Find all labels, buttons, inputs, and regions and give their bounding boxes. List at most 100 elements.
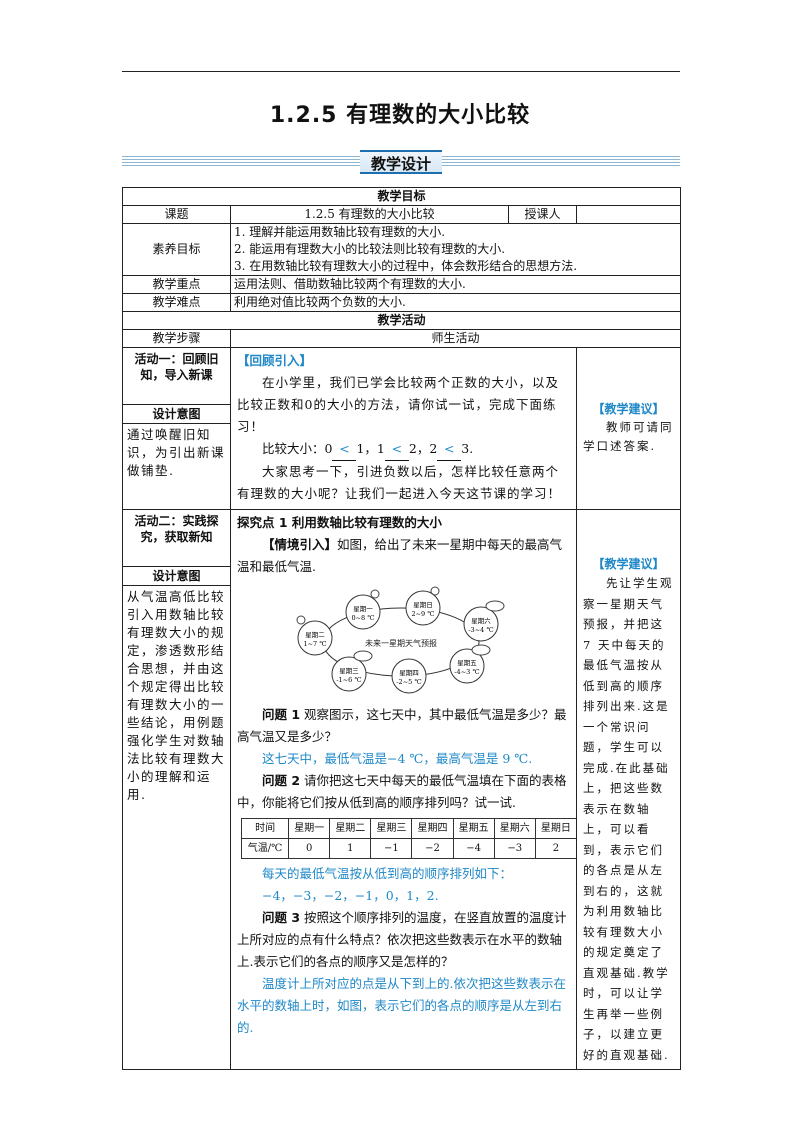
weather-day: 星期五: [457, 659, 477, 667]
weather-day: 星期三: [339, 667, 359, 675]
activity1-p1: 在小学里，我们已学会比较两个正数的大小，以及比较正数和0的大小的方法，请你试一试…: [237, 375, 560, 434]
compare-3-left: 2: [429, 441, 438, 456]
teacher-student-label: 师生活动: [229, 329, 682, 348]
table-cell: 星期四: [411, 818, 454, 839]
weather-circle-wed: 星期三 -1~6 ℃: [331, 656, 367, 692]
weather-range: -4~3 ℃: [454, 668, 479, 676]
band-lines-left: [122, 156, 360, 167]
table-cell: 星期六: [493, 818, 536, 839]
table-cell: 2: [534, 838, 578, 859]
activities-header: 教学活动: [121, 311, 682, 330]
weather-caption: 未来一星期天气预报: [365, 638, 437, 648]
weather-day: 星期二: [305, 631, 325, 639]
objectives-header: 教学目标: [121, 187, 682, 206]
compare-1-right: 1，: [356, 441, 377, 456]
sun-icon: [296, 586, 440, 625]
activity2-suggestion: 【教学建议】 先让学生观察一星期天气预报，并把这 7 天中每天的最低气温按从低到…: [575, 509, 682, 1070]
section-band: 教学设计: [122, 150, 680, 174]
table-cell: 星期二: [329, 818, 372, 839]
review-tag: 【回顾引入】: [237, 353, 313, 368]
q3-line: 问题 3 按照这个顺序排列的温度，在竖直放置的温度计上所对应的点有什么特点？依次…: [237, 907, 570, 973]
weather-circle-fri: 星期五 -4~3 ℃: [449, 648, 485, 684]
temperature-table: 时间 星期一 星期二 星期三 星期四 星期五 星期六 星期日 气温/℃ 0 1 …: [240, 818, 578, 859]
weather-day: 星期一: [353, 605, 373, 613]
weather-circle-tue: 星期二 1~7 ℃: [297, 620, 333, 656]
literacy-item: 1. 理解并能运用数轴比较有理数的大小.: [234, 225, 446, 239]
situation-line: 【情境引入】如图，给出了未来一星期中每天的最高气温和最低气温.: [237, 534, 570, 578]
suggest-tag-1: 【教学建议】: [592, 402, 665, 416]
suggest-text-2: 先让学生观察一星期天气预报，并把这 7 天中每天的最低气温按从低到高的顺序排列出…: [583, 576, 674, 1062]
compare-2-left: 1: [376, 441, 385, 456]
compare-1-answer: <: [332, 438, 357, 461]
a1-text: 这七天中，最低气温是−4 ℃，最高气温是 9 ℃.: [262, 751, 533, 766]
table-cell: 时间: [240, 818, 290, 839]
literacy-goals: 1. 理解并能运用数轴比较有理数的大小. 2. 能运用有理数大小的比较法则比较有…: [229, 223, 682, 276]
teacher-value: [575, 205, 682, 224]
compare-prefix: 比较大小：: [262, 441, 325, 456]
cloud-icon: [353, 600, 505, 662]
q3-label: 问题 3: [262, 910, 301, 925]
course-value: 1.2.5 有理数的大小比较: [230, 205, 509, 224]
activity1-main: 【回顾引入】 在小学里，我们已学会比较两个正数的大小，以及比较正数和0的大小的方…: [230, 347, 577, 510]
weather-range: -1~6 ℃: [336, 676, 361, 684]
compare-3-right: 3.: [461, 441, 474, 456]
top-rule: [122, 71, 680, 72]
weather-day: 星期四: [399, 669, 419, 677]
activity2-intent-label: 设计意图: [123, 566, 230, 586]
literacy-item: 2. 能运用有理数大小的比较法则比较有理数的大小.: [234, 242, 506, 256]
difficulty-label: 教学难点: [122, 293, 231, 312]
q1-label: 问题 1: [262, 707, 301, 722]
band-lines-right: [442, 156, 680, 167]
compare-3-answer: <: [437, 438, 462, 461]
teacher-label: 授课人: [508, 205, 577, 224]
compare-2-answer: <: [384, 438, 409, 461]
suggest-text-1: 教师可请同学口述答案.: [583, 420, 674, 453]
table-cell: −2: [411, 838, 454, 859]
weather-range: -3~4 ℃: [468, 626, 493, 634]
situation-text: 如图，给出了未来一星期中每天的最高气温和最低气温.: [237, 537, 563, 574]
situation-tag: 【情境引入】: [262, 537, 338, 552]
table-cell: 0: [288, 838, 331, 859]
explore-title: 探究点 1 利用数轴比较有理数的大小: [237, 515, 442, 530]
weather-range: -2~5 ℃: [396, 678, 421, 686]
difficulty-value: 利用绝对值比较两个负数的大小.: [229, 293, 682, 312]
course-label: 课题: [122, 205, 231, 224]
table-cell: −4: [452, 838, 495, 859]
a3-text: 温度计上所对应的点是从下到上的.依次把这些数表示在水平的数轴上时，如图，表示它们…: [237, 976, 566, 1035]
focus-label: 教学重点: [122, 275, 231, 294]
weather-circle-thu: 星期四 -2~5 ℃: [391, 658, 427, 694]
activity1-p2: 大家思考一下，引进负数以后，怎样比较任意两个有理数的大小呢？让我们一起进入今天这…: [237, 464, 562, 501]
q2-line: 问题 2 请你把这七天中每天的最低气温填在下面的表格中，你能将它们按从低到高的顺…: [237, 770, 570, 814]
section-band-label: 教学设计: [360, 150, 442, 174]
weather-circle-mon: 星期一 0~8 ℃: [345, 594, 381, 630]
weather-figure: 未来一星期天气预报 星期一 0~8 ℃ 星期日 2~9 ℃ 星期六 -3~4 ℃: [296, 586, 505, 694]
weather-range: 0~8 ℃: [351, 614, 374, 622]
compare-line: 比较大小：0<1，1<2，2<3.: [237, 438, 570, 461]
activity2-main: 探究点 1 利用数轴比较有理数的大小 【情境引入】如图，给出了未来一星期中每天的…: [230, 509, 578, 1070]
activity1-suggestion: 【教学建议】 教师可请同学口述答案.: [575, 347, 682, 510]
q1-line: 问题 1 观察图示，这七天中，其中最低气温是多少？最高气温又是多少？: [237, 704, 570, 748]
weather-circle-sun: 星期日 2~9 ℃: [405, 590, 441, 626]
suggest-tag-2: 【教学建议】: [592, 557, 665, 571]
q1-text: 观察图示，这七天中，其中最低气温是多少？最高气温又是多少？: [237, 707, 567, 744]
table-cell: 气温/℃: [240, 838, 290, 859]
activity1-intent-label: 设计意图: [123, 404, 230, 424]
activity2-name: 活动二：实践探究，获取新知: [134, 514, 219, 544]
focus-value: 运用法则、借助数轴比较两个有理数的大小.: [229, 275, 682, 294]
table-cell: 星期五: [452, 818, 495, 839]
weather-day: 星期日: [413, 601, 433, 609]
table-cell: −1: [370, 838, 413, 859]
page-title: 1.2.5 有理数的大小比较: [269, 103, 531, 128]
activity2-intent: 从气温高低比较引入用数轴比较有理数大小的规定，渗透数形结合思想，并由这个规定得出…: [127, 589, 226, 802]
table-cell: 1: [329, 838, 372, 859]
q2-label: 问题 2: [262, 773, 301, 788]
lesson-table: 教学目标 课题 1.2.5 有理数的大小比较 授课人 素养目标 1. 理解并能运…: [121, 187, 682, 1070]
temperature-table-row: 气温/℃ 0 1 −1 −2 −4 −3 2: [240, 838, 578, 859]
table-cell: 星期三: [370, 818, 413, 839]
activity1-name: 活动一：回顾旧知，导入新课: [134, 352, 219, 382]
compare-2-right: 2，: [408, 441, 430, 456]
table-cell: 星期日: [534, 818, 578, 839]
temperature-table-head: 时间 星期一 星期二 星期三 星期四 星期五 星期六 星期日: [240, 818, 578, 839]
activity1-left: 活动一：回顾旧知，导入新课 设计意图 通过唤醒旧知识，为引出新课做铺垫.: [122, 347, 231, 510]
activity1-intent: 通过唤醒旧知识，为引出新课做铺垫.: [127, 427, 226, 478]
